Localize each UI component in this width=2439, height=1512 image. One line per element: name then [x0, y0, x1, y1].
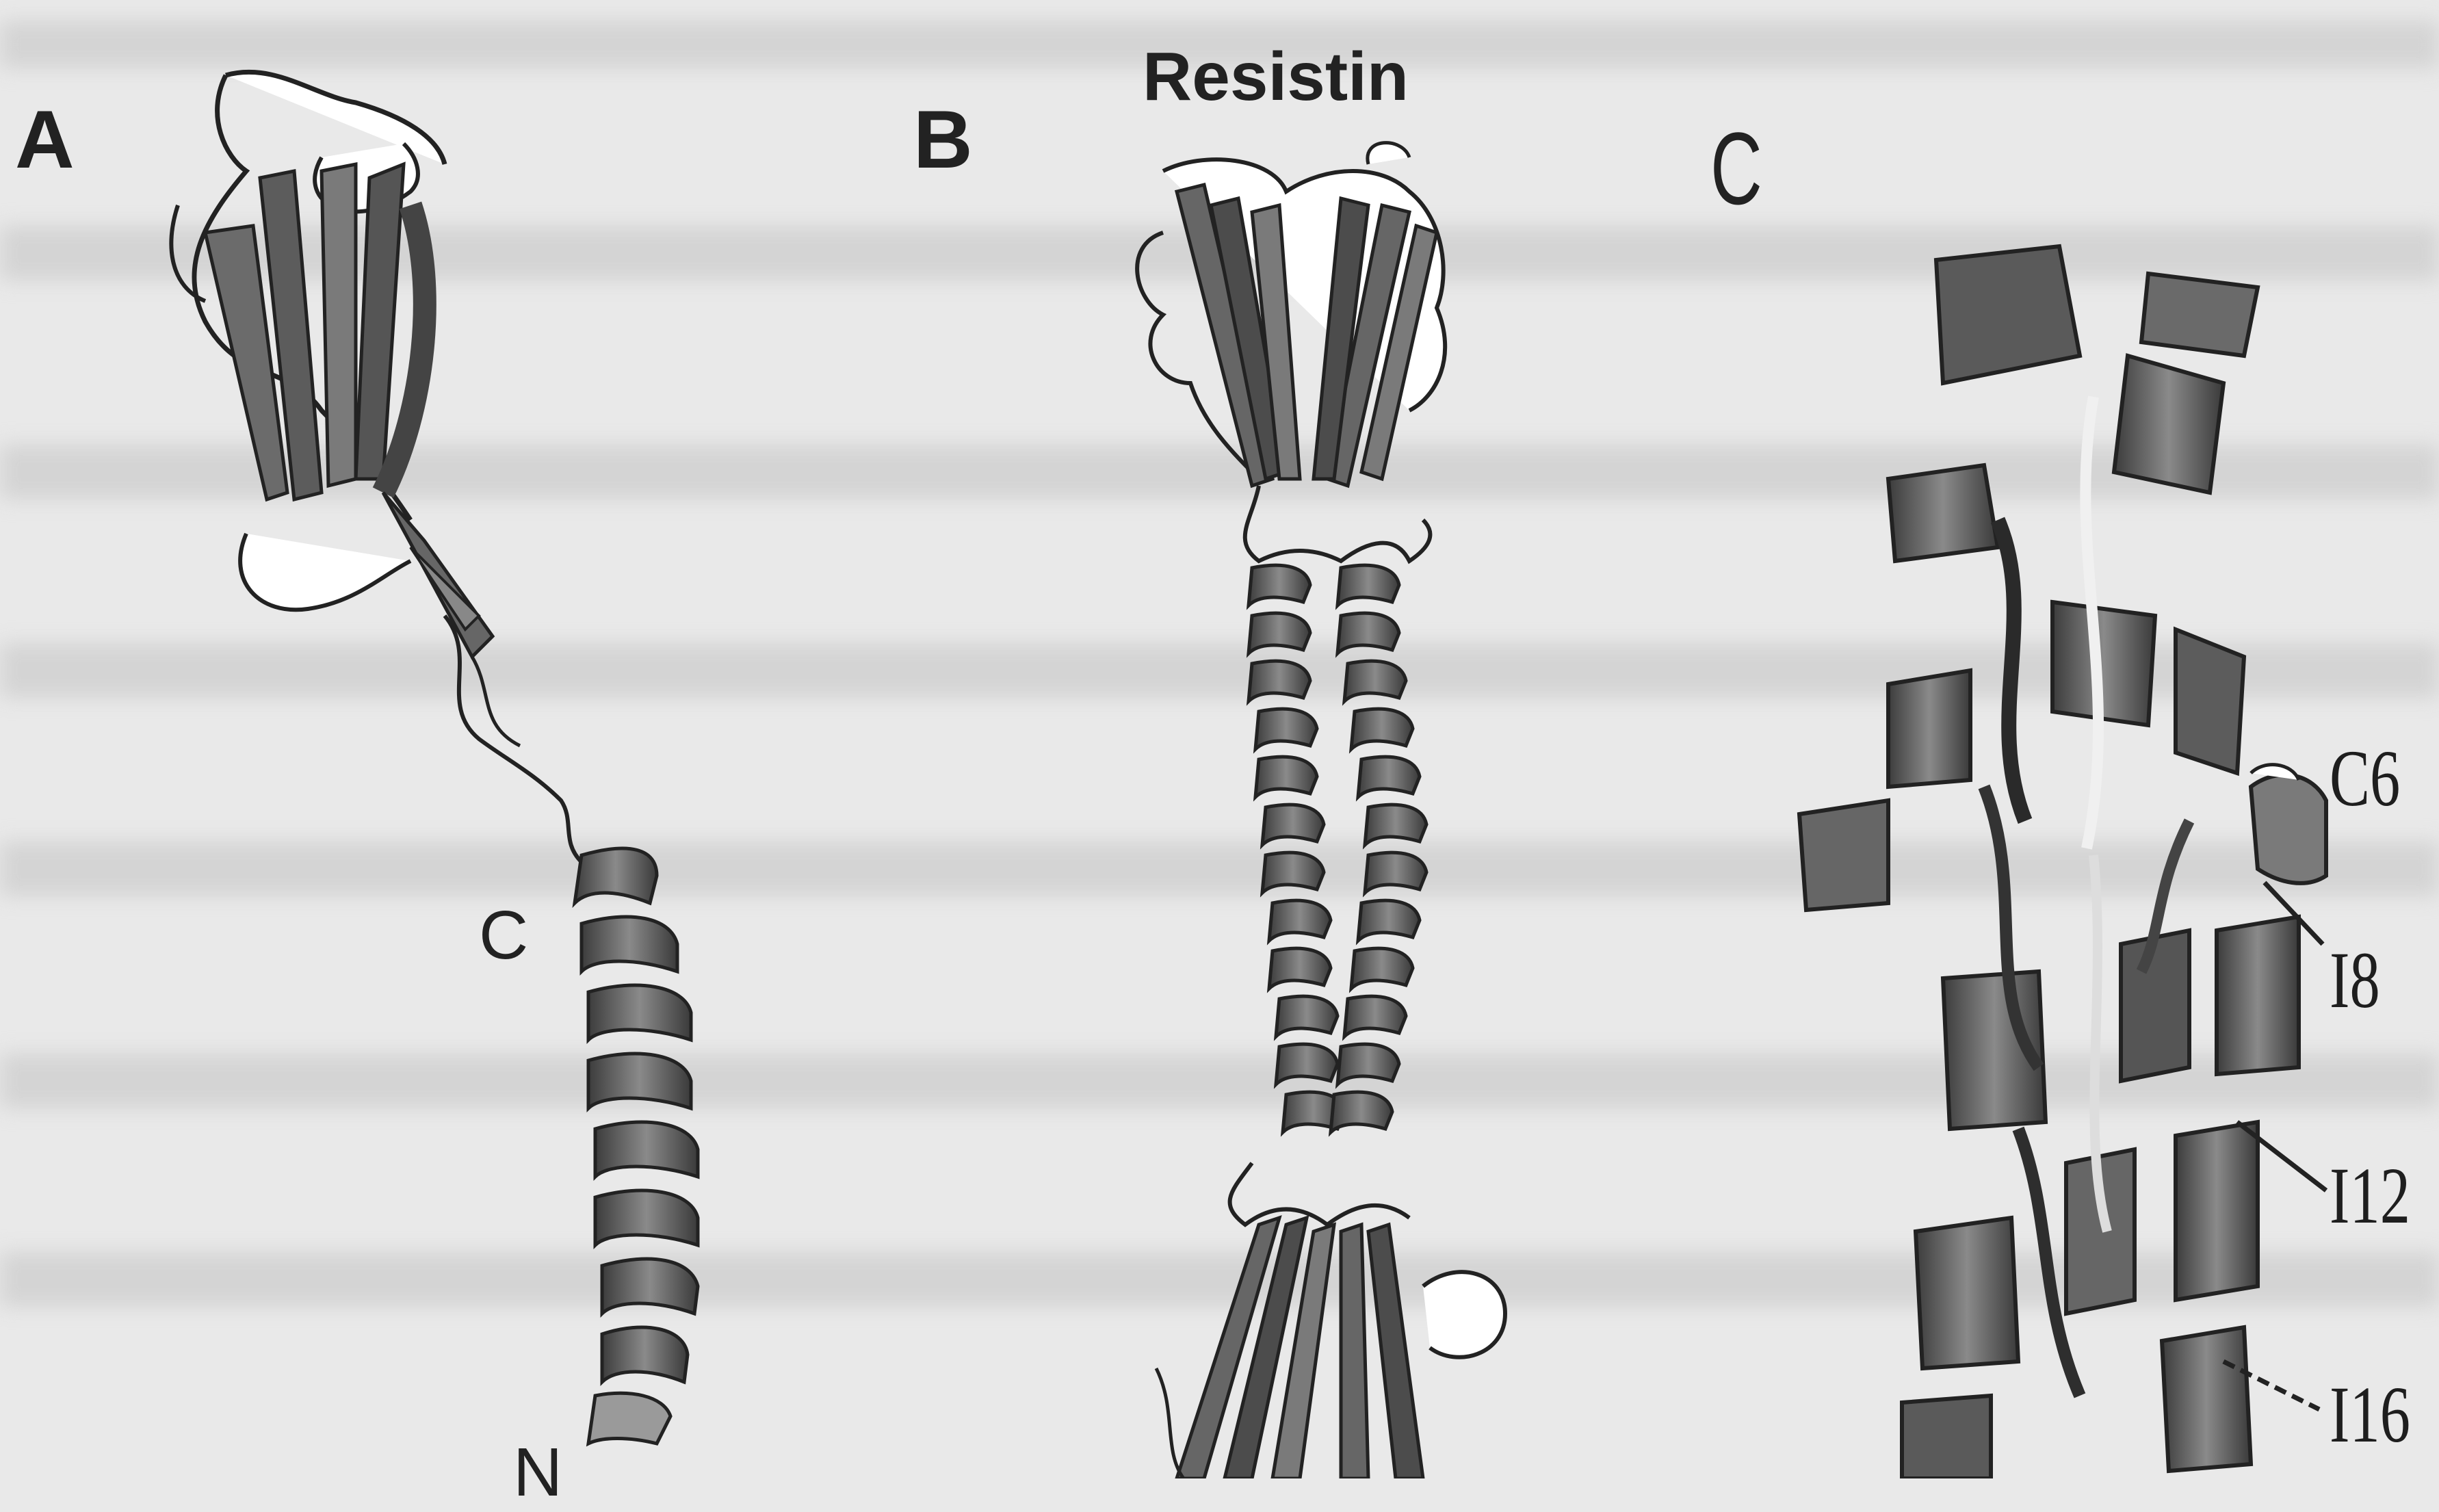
c-terminus-label: C	[479, 896, 528, 975]
residue-label-i16: I16	[2330, 1368, 2410, 1461]
panel-a-helix	[575, 848, 698, 1444]
n-terminus-label: N	[513, 1433, 562, 1512]
panel-a-label: A	[15, 92, 75, 187]
residue-label-c6: C6	[2330, 732, 2400, 825]
panel-b-label: B	[913, 92, 973, 187]
panel-c-label: C	[1710, 109, 1762, 228]
panel-a-structure	[171, 72, 698, 1444]
residue-label-i8: I8	[2330, 934, 2380, 1027]
figure-canvas	[0, 0, 2439, 1478]
residue-label-i12: I12	[2330, 1149, 2410, 1242]
panel-c-structure	[1799, 246, 2326, 1478]
figure-title: Resistin	[1143, 38, 1409, 116]
panel-b-coiled-coil	[1249, 565, 1426, 1132]
panel-b-structure	[1137, 143, 1505, 1478]
